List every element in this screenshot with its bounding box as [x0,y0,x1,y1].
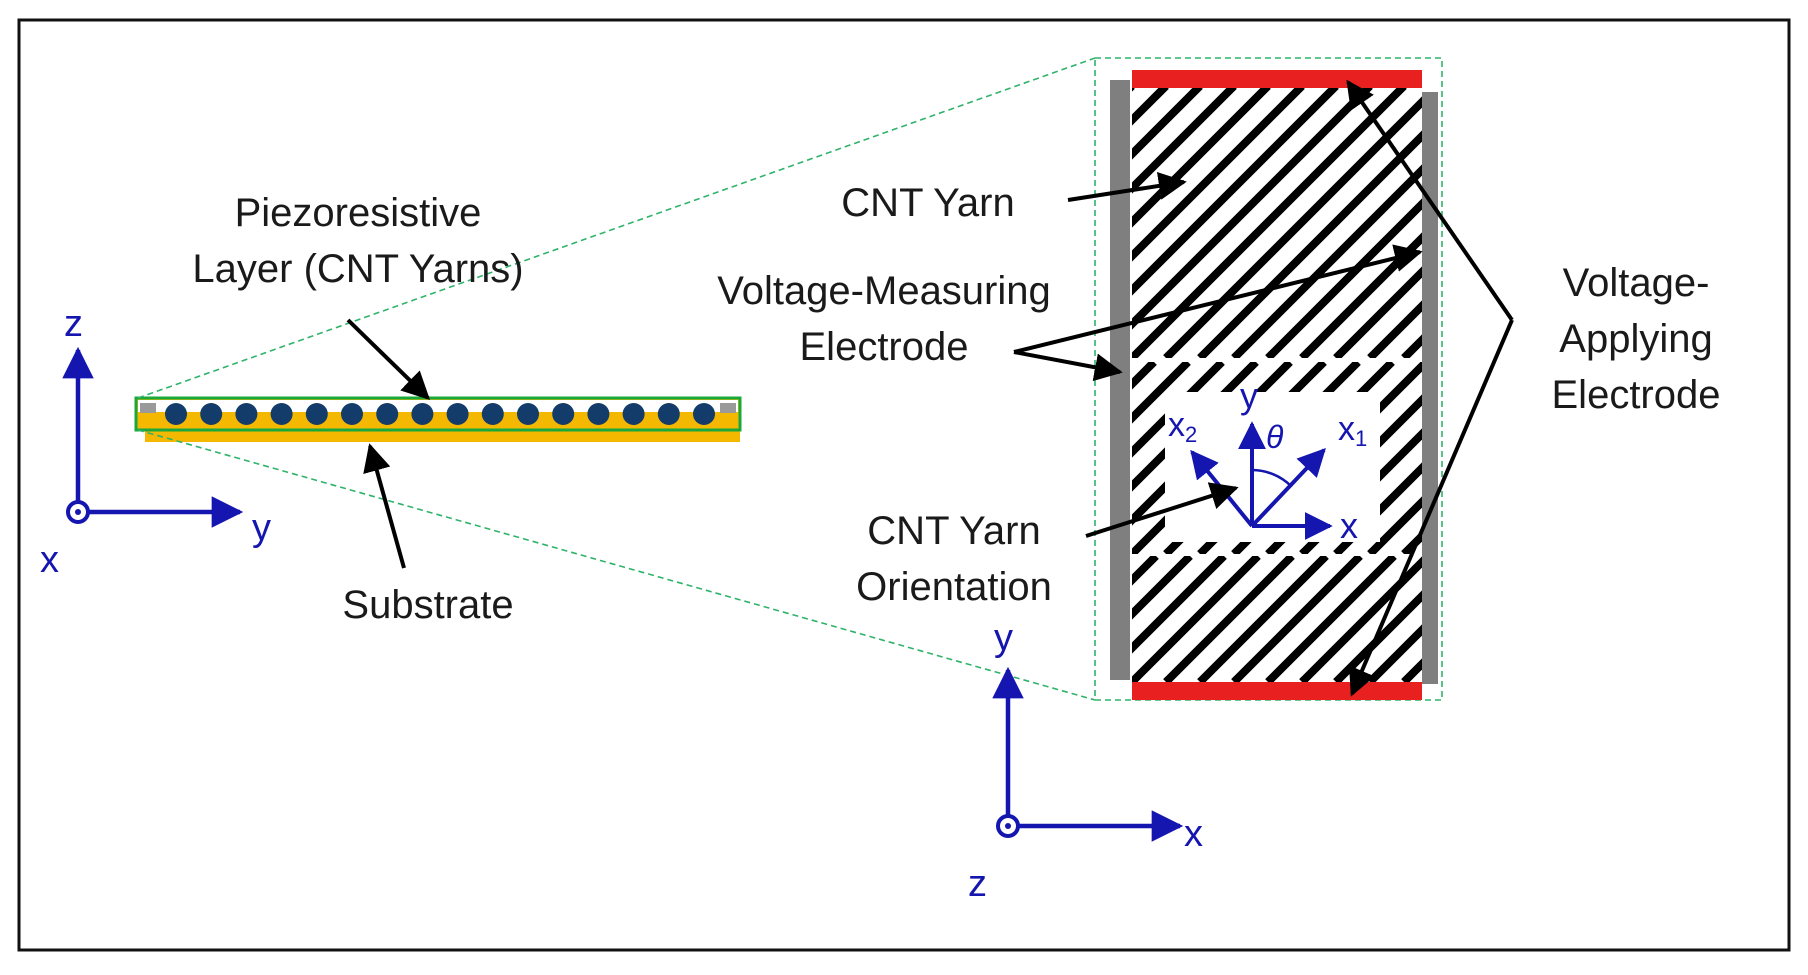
yarn-line [1299,556,1422,682]
bottom-y-label: y [994,617,1013,659]
labels: Piezoresistive Layer (CNT Yarns) Substra… [192,181,1720,627]
yarn-dot [693,403,715,425]
yarn-line [1367,624,1422,682]
layer-top-band [138,400,738,412]
yarn-line [1132,556,1159,586]
yarn-line [1132,556,1261,682]
yarn-dot [411,403,434,425]
yarn-dot [235,403,258,425]
inner-y-label: y [1240,375,1258,416]
left-y-label: y [252,507,271,549]
figure-frame [17,18,1791,952]
leader-arrows [346,79,1514,697]
va-label-line2: Applying [1559,317,1712,361]
yarn-line [1132,556,1227,654]
yarn-line [1265,198,1422,358]
right-electrode-section [720,403,736,413]
cnt-yarn-arrow [1067,172,1187,202]
yarn-dot [305,403,328,425]
yarn-line [1132,362,1191,424]
yarn-line [1367,300,1422,358]
yarn-dot [446,403,469,425]
inner-x1-label: x1 [1338,410,1367,451]
yarn-line [1231,164,1422,358]
piezo-label-line1: Piezoresistive [235,191,482,235]
yarn-line [1132,86,1271,228]
yarn-dot [587,403,610,425]
left-x-label: x [40,539,59,581]
theta-arc [1251,468,1292,487]
yarn-dot [481,403,504,425]
yarn-line [1132,556,1193,620]
yarn-line [1333,266,1422,358]
inner-x2-label: x2 [1168,406,1197,447]
yarn-line [1197,130,1422,358]
yarn-line [1163,556,1295,682]
yarn-line [1231,556,1363,682]
va-arrow-top [1346,79,1514,322]
yarn-hatch-top [1132,86,1422,358]
substrate-arrow [363,443,406,569]
left-electrode-section [140,403,156,413]
yarn-line [1299,232,1422,358]
orientation-label-line2: Orientation [856,565,1052,609]
yarn-hatch-bottom [1132,556,1422,682]
va-arrow-bottom [1349,319,1514,697]
left-z-label: z [64,303,83,345]
cross-section [134,396,742,442]
yarn-dot [622,403,645,425]
yarn-line [1163,96,1422,358]
substrate-label: Substrate [342,583,513,627]
yarn-line [1132,86,1373,330]
vm-label-line1: Voltage-Measuring [717,269,1051,313]
va-label-line1: Voltage- [1563,261,1710,305]
bottom-x-label: x [1184,813,1203,855]
yarn-dot [517,403,539,425]
piezo-label-line2: Layer (CNT Yarns) [192,247,523,291]
yarn-dot [657,403,680,425]
yarn-line [1197,556,1329,682]
bottom-z-label: z [968,863,987,905]
left-axes: z y x [40,303,271,581]
piezo-arrow [346,318,431,400]
yarn-line [1367,496,1422,554]
orientation-label-line1: CNT Yarn [867,509,1040,553]
yarn-dot [552,403,575,425]
voltage-applying-electrode-bottom [1132,682,1422,700]
yarn-dots [165,403,715,425]
yarn-line [1333,590,1422,682]
yarn-dot [376,403,399,425]
vm-label-line2: Electrode [800,325,969,369]
bottom-axes: y x z [968,617,1203,905]
yarn-dot [165,403,187,425]
yarn-line [1132,86,1237,194]
vm-arrow-left [1013,350,1123,382]
voltage-measuring-electrode-left [1110,80,1130,680]
theta-label: θ [1266,419,1284,455]
yarn-line [1265,556,1397,682]
left-x-out-dot [75,509,81,515]
vm-arrow-right [1013,244,1423,354]
bottom-z-out-dot [1005,823,1011,829]
yarn-dot [341,403,363,425]
yarn-dot [200,403,223,425]
yarn-line [1132,86,1305,262]
voltage-applying-electrode-top [1132,70,1422,88]
voltage-measuring-electrode-right [1422,92,1438,684]
va-label-line3: Electrode [1552,373,1721,417]
yarn-dot [270,403,293,425]
orientation-arrow [1085,482,1239,538]
inner-x1-axis [1250,447,1326,528]
yarn-line [1132,86,1203,160]
yarn-line [1132,86,1339,296]
cnt-yarn-label: CNT Yarn [841,181,1014,225]
inner-x-label: x [1340,505,1358,546]
inner-axes: y θ x1 x2 x [1165,375,1380,546]
